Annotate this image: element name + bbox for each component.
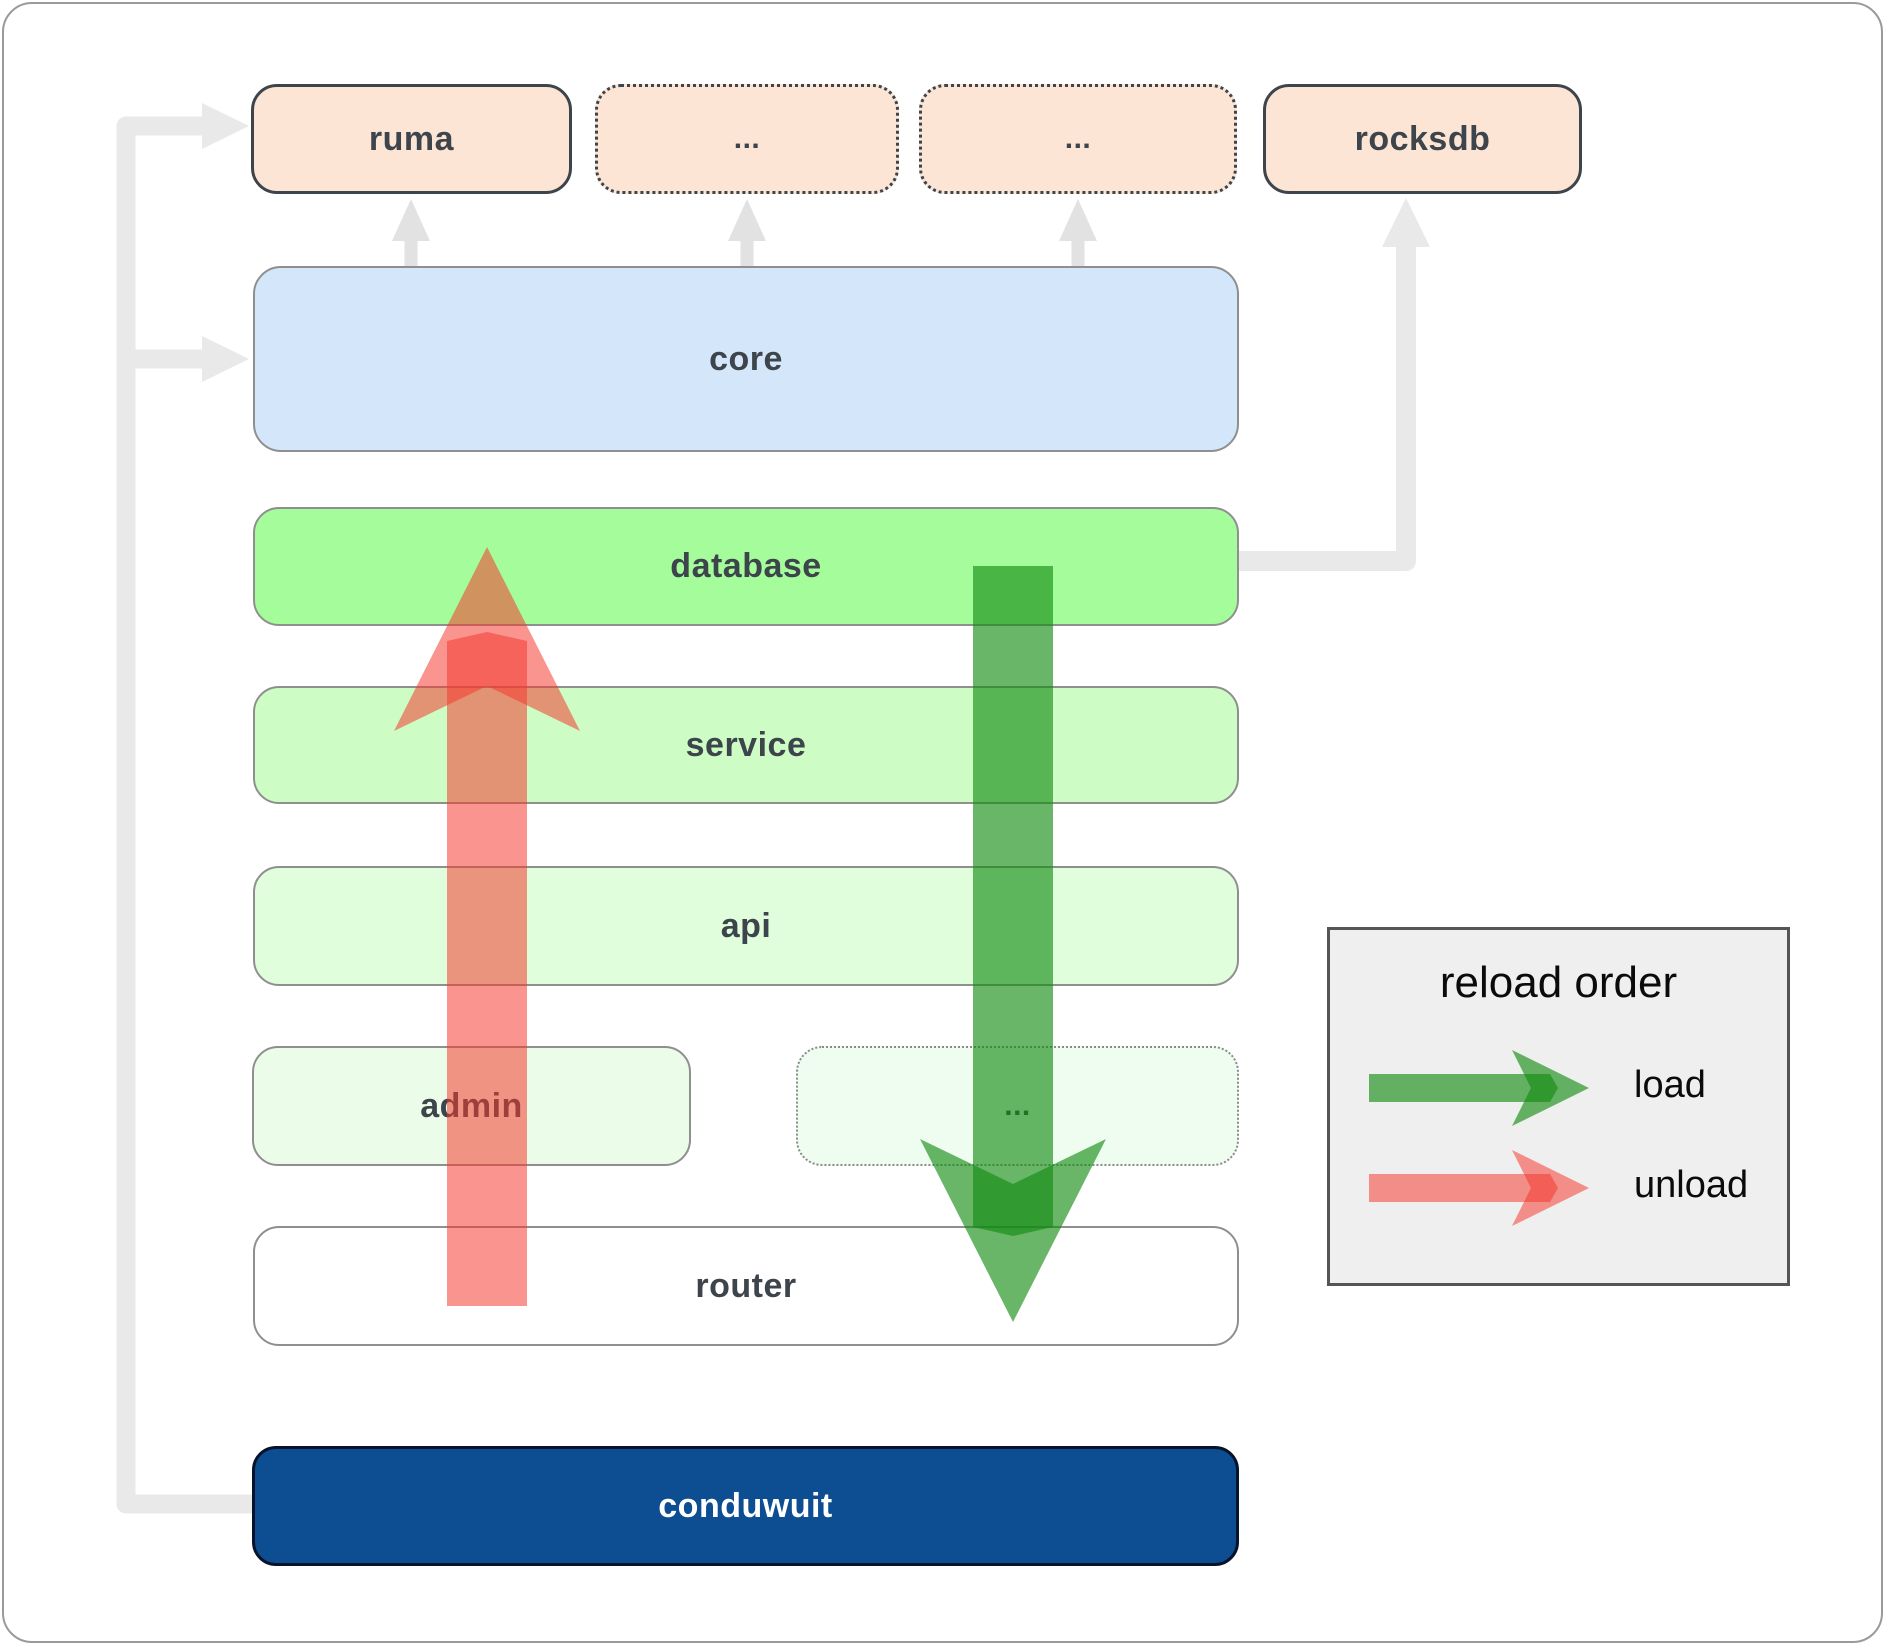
- connector-core-to-dots-b: [1059, 199, 1097, 267]
- connector-layer: [116, 103, 1430, 1514]
- box-core-label: core: [709, 339, 783, 378]
- box-ellipsis-top-2-label: ...: [1064, 122, 1092, 155]
- box-ellipsis-top-2: ...: [919, 84, 1237, 194]
- box-api: api: [253, 866, 1239, 986]
- box-admin-label: admin: [420, 1086, 523, 1125]
- box-admin: admin: [252, 1046, 691, 1166]
- box-ellipsis-mid: ...: [796, 1046, 1239, 1166]
- box-core: core: [253, 266, 1239, 452]
- legend-load-label: load: [1634, 1064, 1706, 1106]
- connector-conduwuit-to-ruma: [116, 116, 254, 1514]
- legend: reload order load unload: [1327, 927, 1790, 1286]
- box-conduwuit-label: conduwuit: [658, 1486, 833, 1525]
- legend-unload-label: unload: [1634, 1164, 1749, 1206]
- box-rocksdb-label: rocksdb: [1354, 119, 1491, 158]
- box-router-label: router: [695, 1266, 797, 1305]
- arrowhead-to-rocksdb-icon: [1382, 198, 1430, 247]
- box-service: service: [253, 686, 1239, 804]
- box-ruma: ruma: [251, 84, 572, 194]
- legend-load-arrow-icon: [1369, 1050, 1589, 1126]
- reload-arrow-layer: [394, 547, 1106, 1322]
- box-service-label: service: [685, 725, 807, 764]
- legend-unload-arrow-icon: [1369, 1150, 1589, 1226]
- box-ellipsis-top-1-label: ...: [733, 122, 761, 155]
- connector-core-to-ruma: [392, 199, 430, 267]
- box-api-label: api: [720, 906, 772, 945]
- legend-title: reload order: [1439, 958, 1678, 1007]
- box-ellipsis-mid-label: ...: [1004, 1089, 1031, 1122]
- box-database: database: [253, 507, 1239, 626]
- box-conduwuit: conduwuit: [252, 1446, 1239, 1566]
- box-rocksdb: rocksdb: [1263, 84, 1582, 194]
- box-ellipsis-top-1: ...: [595, 84, 899, 194]
- box-ruma-label: ruma: [368, 119, 455, 158]
- arrowhead-to-core-icon: [202, 336, 249, 382]
- box-router: router: [253, 1226, 1239, 1346]
- box-database-label: database: [670, 547, 822, 585]
- connector-core-to-dots-a: [728, 199, 766, 267]
- connector-database-to-rocksdb: [1239, 246, 1416, 571]
- arrowhead-to-ruma-icon: [202, 103, 249, 149]
